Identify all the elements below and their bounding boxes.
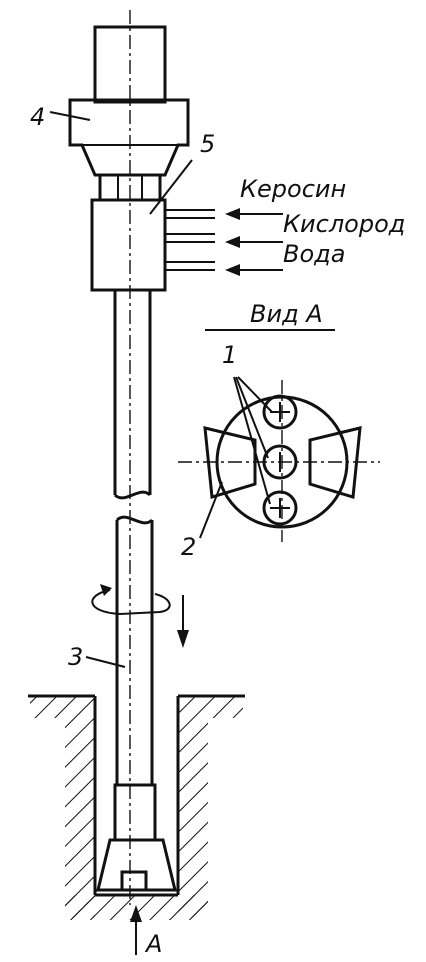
oxygen-arrow — [225, 236, 283, 248]
rotation-arrow — [91, 584, 171, 616]
kerosene-arrow — [225, 208, 283, 220]
label-water: Вода — [283, 240, 345, 268]
label-part-5: 5 — [200, 130, 215, 158]
label-part-1: 1 — [222, 341, 237, 369]
feed-head-5 — [90, 198, 167, 292]
view-a-section — [178, 329, 380, 542]
label-part-3: 3 — [68, 643, 83, 671]
label-view-a: Вид А — [250, 300, 323, 328]
label-part-4: 4 — [30, 103, 45, 131]
ground — [28, 694, 245, 920]
label-part-2: 2 — [181, 533, 196, 561]
label-oxygen: Кислород — [283, 210, 405, 238]
label-kerosene: Керосин — [240, 175, 346, 203]
rod-upper — [113, 290, 152, 500]
rod-lower — [115, 515, 154, 785]
feed-direction-arrow — [177, 595, 189, 648]
label-arrow-a: А — [144, 930, 162, 958]
top-drive-motor — [93, 25, 167, 104]
rotator-block-4 — [68, 98, 190, 177]
burner-tool — [96, 783, 177, 892]
water-arrow — [225, 264, 283, 276]
inlet-pipes — [165, 209, 215, 271]
view-a-arrow — [130, 905, 142, 955]
